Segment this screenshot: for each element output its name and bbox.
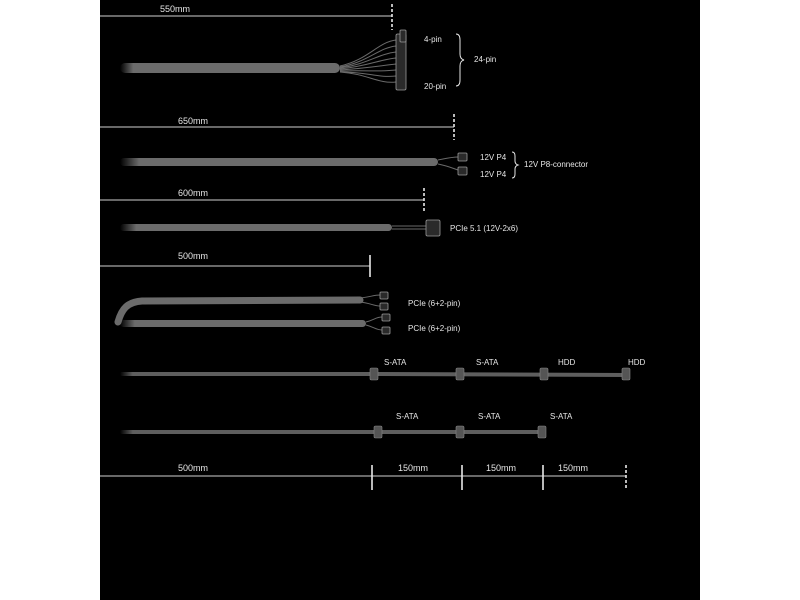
cpu-p4-connector-a — [457, 152, 468, 162]
pcie-cable-sleeve-a — [114, 296, 364, 326]
sata1-label-1: S-ATA — [384, 358, 407, 367]
segment-measurements: 500mm 150mm 150mm 150mm — [100, 463, 627, 490]
cpu-p8-cable-group: 650mm 12V P4 12V P4 12V P8-connector — [100, 114, 588, 179]
sata1-node-1 — [369, 367, 379, 381]
measure-label-150-c: 150mm — [558, 463, 588, 473]
pcie-dual-cable-group: 500mm PCIe (6+2-pin) PCIe (6+2-pin) — [100, 251, 461, 335]
sata1-node-2 — [455, 367, 465, 381]
pcie-connector-a2 — [379, 302, 389, 311]
cpu-p4-label-b: 12V P4 — [480, 170, 507, 179]
measure-label-600: 600mm — [178, 188, 208, 198]
sata2-lead — [120, 430, 376, 434]
cpu-p4-connector-b — [457, 166, 468, 176]
pcie-label-a: PCIe (6+2-pin) — [408, 299, 461, 308]
sata-cable-group: S-ATA S-ATA S-ATA — [120, 412, 573, 439]
atx-brace — [455, 33, 465, 87]
measure-label-150-b: 150mm — [486, 463, 516, 473]
sata1-node-4 — [621, 367, 631, 381]
atx-wire-fanout — [339, 39, 397, 83]
sata2-node-1 — [373, 425, 383, 439]
sata2-node-2 — [455, 425, 465, 439]
pcie-connector-a1 — [379, 291, 389, 300]
cpu-p4-label-a: 12V P4 — [480, 153, 507, 162]
measure-label-550: 550mm — [160, 4, 190, 14]
atx-cable-sleeve — [120, 63, 340, 73]
atx-4pin-connector — [399, 29, 407, 43]
cpu-cable-sleeve — [120, 158, 438, 166]
pcie-cable-sleeve-b — [120, 320, 366, 327]
sata2-label-3: S-ATA — [550, 412, 573, 421]
atx-24pin-label: 24-pin — [474, 55, 496, 64]
sata2-label-2: S-ATA — [478, 412, 501, 421]
pcie-wire-split — [359, 294, 383, 331]
pcie5-label: PCIe 5.1 (12V-2x6) — [450, 224, 518, 233]
measure-label-150-a: 150mm — [398, 463, 428, 473]
sata1-label-2: S-ATA — [476, 358, 499, 367]
cpu-brace — [511, 151, 520, 179]
sata2-node-3 — [537, 425, 547, 439]
atx-4pin-label: 4-pin — [424, 35, 442, 44]
atx-20pin-label: 20-pin — [424, 82, 446, 91]
sata1-chain — [371, 372, 627, 377]
atx-24pin-cable-group: 550mm 4-pin 20-pin 24-pin — [100, 4, 496, 91]
pcie5-cable-sleeve — [120, 224, 392, 231]
measure-label-500-top: 500mm — [178, 251, 208, 261]
sata-hdd-cable-group: S-ATA S-ATA HDD HDD — [120, 358, 646, 381]
pcie-label-b: PCIe (6+2-pin) — [408, 324, 461, 333]
cpu-p8-label: 12V P8-connector — [524, 160, 588, 169]
sata2-label-1: S-ATA — [396, 412, 419, 421]
cpu-wire-split — [437, 156, 459, 171]
measure-label-650: 650mm — [178, 116, 208, 126]
pcie-connector-b2 — [381, 326, 391, 335]
sata1-label-4: HDD — [628, 358, 646, 367]
sata1-lead — [120, 372, 372, 376]
sata1-label-3: HDD — [558, 358, 576, 367]
pcie5-cable-group: 600mm PCIe 5.1 (12V-2x6) — [100, 188, 518, 237]
cable-diagram-panel: 550mm 4-pin 20-pin 24-pin 650mm 12V P4 1… — [100, 0, 700, 600]
pcie5-connector — [425, 219, 441, 237]
sata1-node-3 — [539, 367, 549, 381]
cable-diagram: 550mm 4-pin 20-pin 24-pin 650mm 12V P4 1… — [100, 4, 646, 490]
measure-label-500-bottom: 500mm — [178, 463, 208, 473]
pcie-connector-b1 — [381, 313, 391, 322]
pcie5-wires — [392, 225, 426, 230]
